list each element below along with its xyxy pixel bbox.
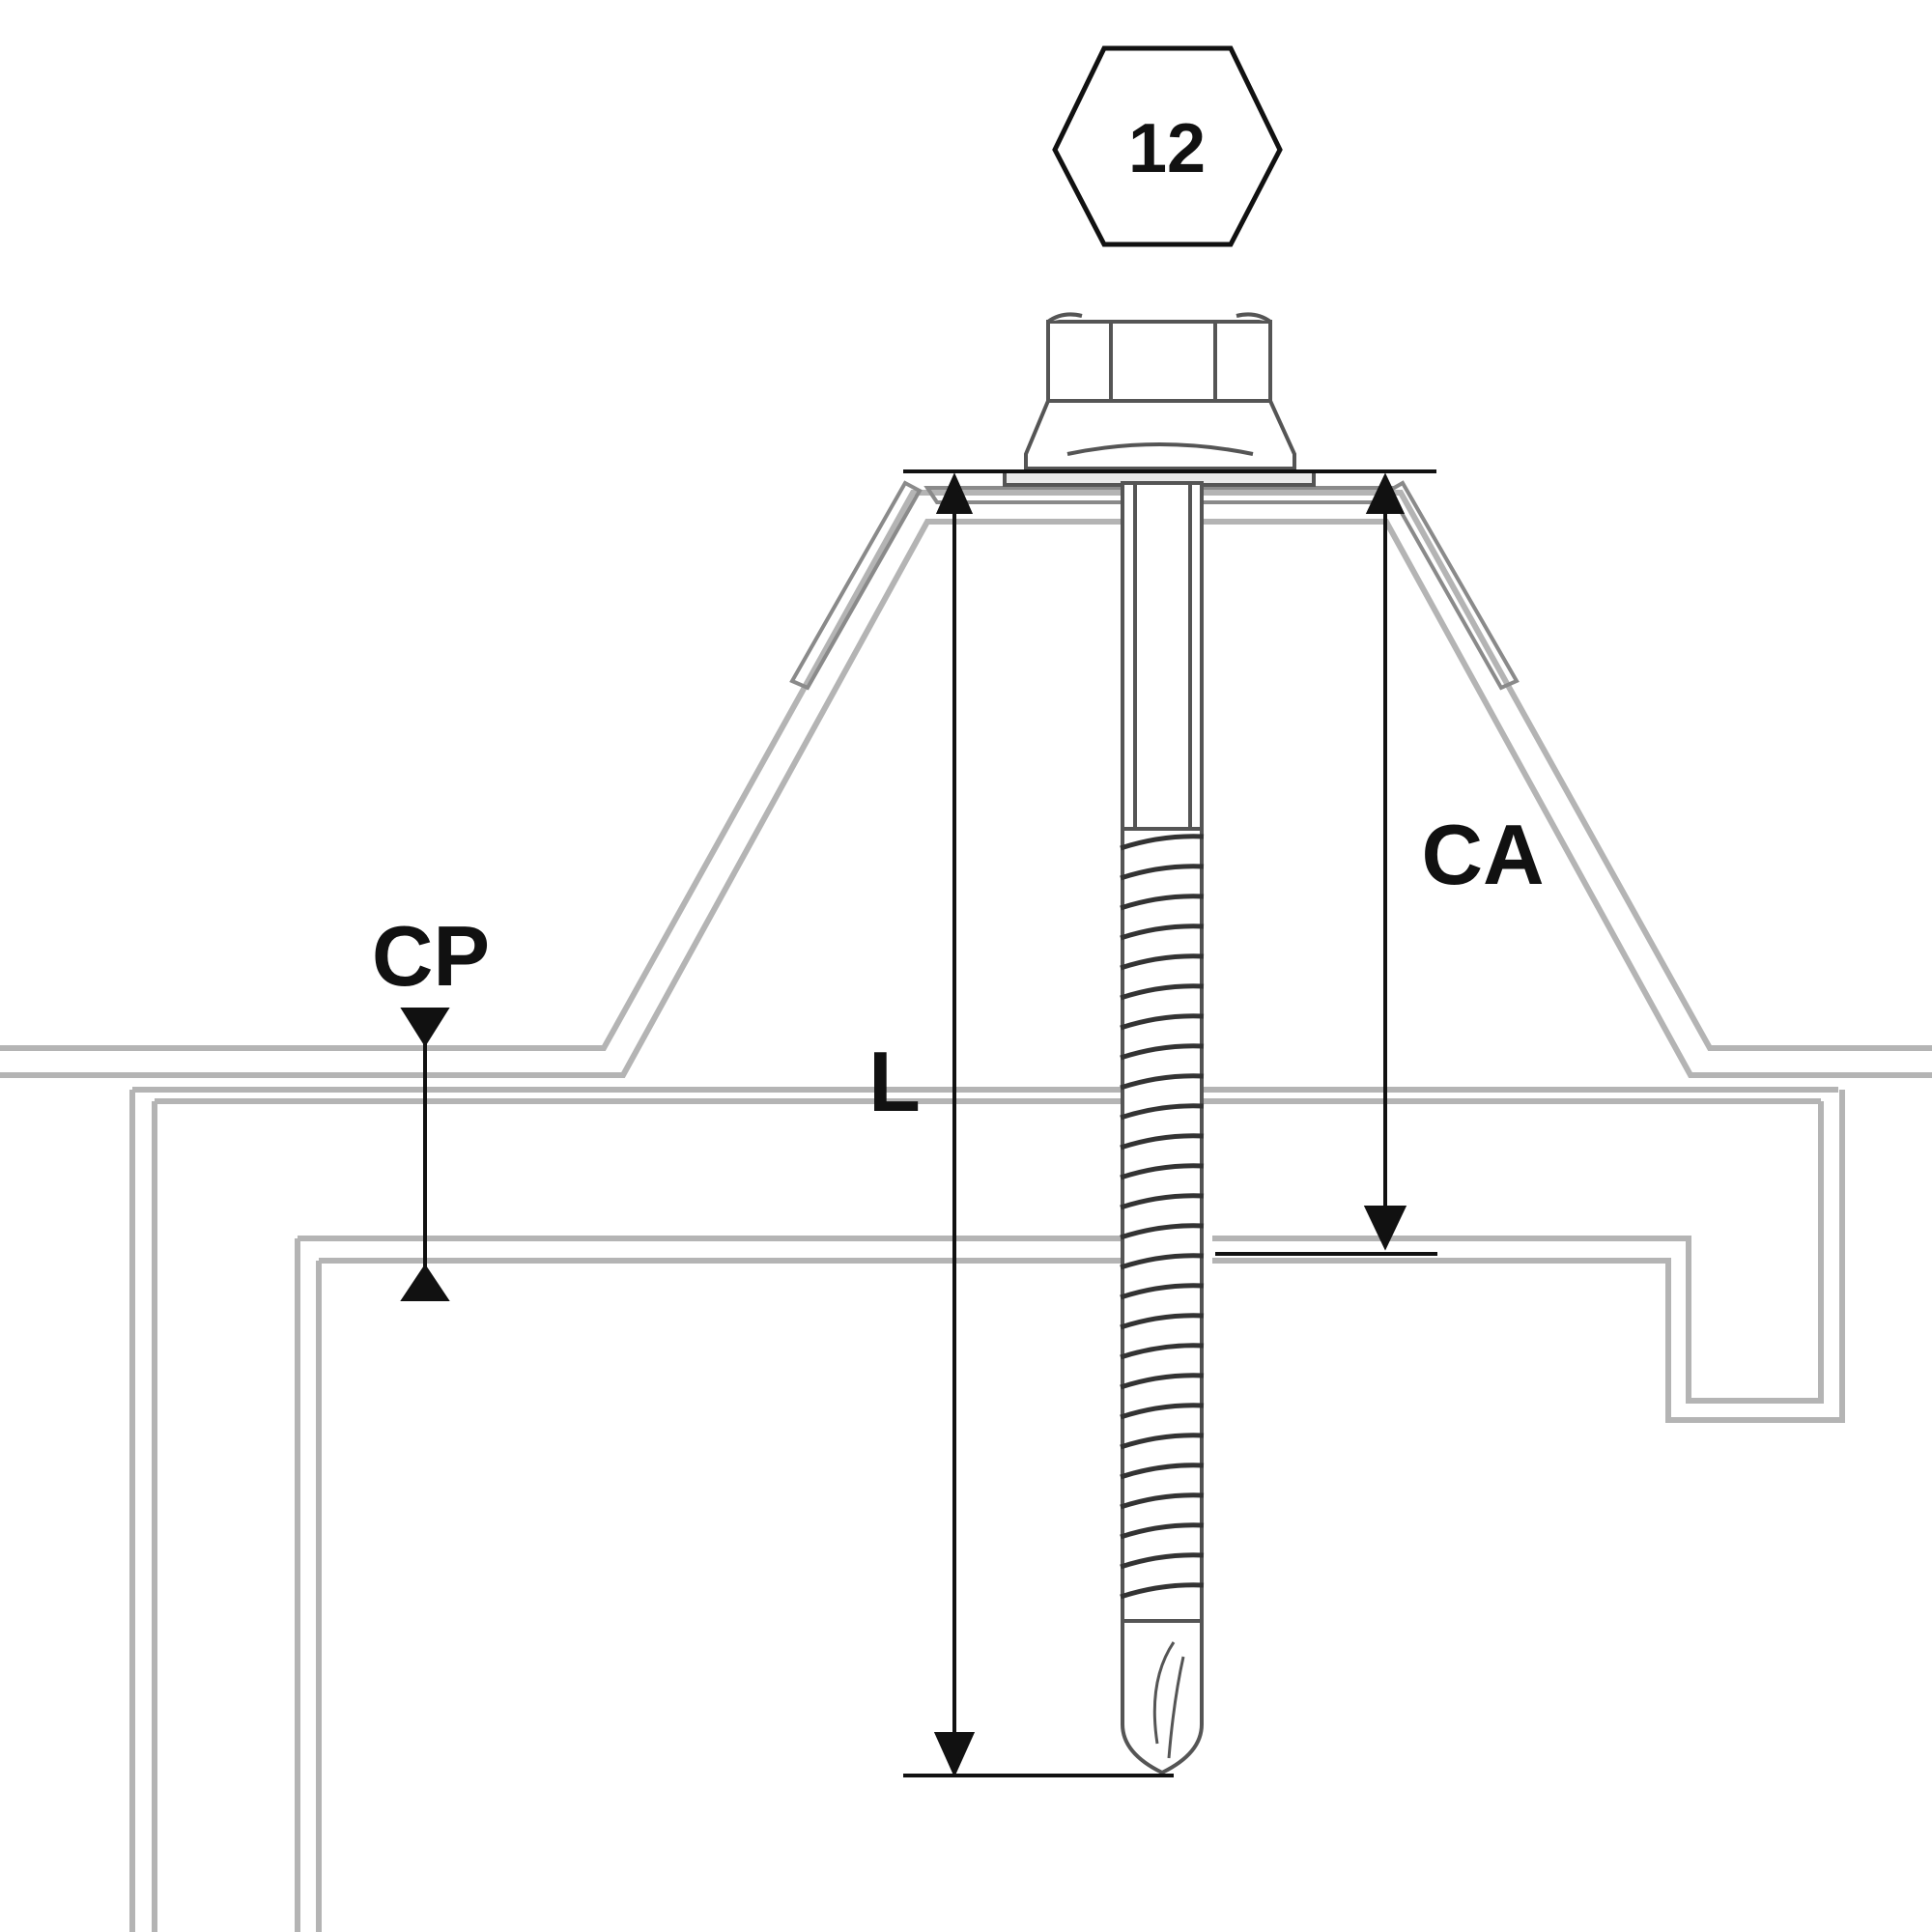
thread-ridge — [1120, 923, 1205, 941]
thread-ridge — [1120, 1223, 1205, 1240]
thread-ridge — [1120, 1373, 1205, 1390]
thread-ridge — [1120, 1283, 1205, 1300]
hexagon-icon: 12 — [1052, 45, 1283, 247]
cp-label: CP — [372, 908, 490, 1004]
screw-flange — [1024, 399, 1296, 470]
thread-ridge — [1120, 1103, 1205, 1121]
thread-ridge — [1120, 983, 1205, 1001]
thread-ridge — [1120, 1253, 1205, 1270]
thread-ridge — [1120, 864, 1205, 881]
saddle-left-flap — [789, 480, 923, 691]
thread-ridge — [1120, 953, 1205, 971]
thread-ridge — [1120, 1343, 1205, 1360]
roof-sheet-outer — [0, 490, 1932, 1051]
cp-arrow-bottom — [400, 1264, 450, 1301]
thread-ridge — [1120, 894, 1205, 911]
l-arrow-top — [935, 472, 974, 514]
thread-ridge — [1120, 834, 1205, 851]
thread-ridge — [1120, 1313, 1205, 1330]
thread-ridge — [1120, 1193, 1205, 1210]
thread-ridge — [1120, 1463, 1205, 1480]
thread-ridge — [1120, 1013, 1205, 1031]
thread-ridge — [1120, 1522, 1205, 1540]
saddle-right-flap — [1386, 480, 1520, 691]
screw-hex-head — [1046, 320, 1272, 403]
thread-ridge — [1120, 1163, 1205, 1180]
thread-ridge — [1120, 1582, 1205, 1600]
ca-arrow-top — [1365, 472, 1406, 514]
screw-drill-point — [1121, 1619, 1204, 1776]
thread-ridge — [1120, 1403, 1205, 1420]
purlin-top-outer-right — [1212, 1101, 1824, 1404]
thread-ridge — [1120, 1492, 1205, 1510]
hex-badge-shape — [1052, 45, 1283, 247]
thread-ridge — [1120, 1552, 1205, 1570]
ca-arrow-bottom — [1363, 1206, 1407, 1251]
ca-label: CA — [1421, 807, 1544, 902]
self-drilling-screw-icon — [1003, 312, 1316, 1776]
thread-ridge — [1120, 1073, 1205, 1091]
l-arrow-bottom — [933, 1732, 976, 1777]
dimension-lines — [400, 469, 1437, 1777]
thread-ridge — [1120, 1133, 1205, 1151]
roof-sheet-inner — [0, 519, 1932, 1078]
purlin-top-inner-right — [1212, 1090, 1845, 1423]
screw-threads — [1120, 834, 1205, 1600]
thread-ridge — [1120, 1433, 1205, 1450]
hex-size-label: 12 — [1128, 110, 1206, 187]
thread-ridge — [1120, 1043, 1205, 1061]
panel-profile — [0, 490, 1932, 1932]
cp-arrow-top — [400, 1008, 450, 1047]
l-label: L — [868, 1034, 921, 1129]
